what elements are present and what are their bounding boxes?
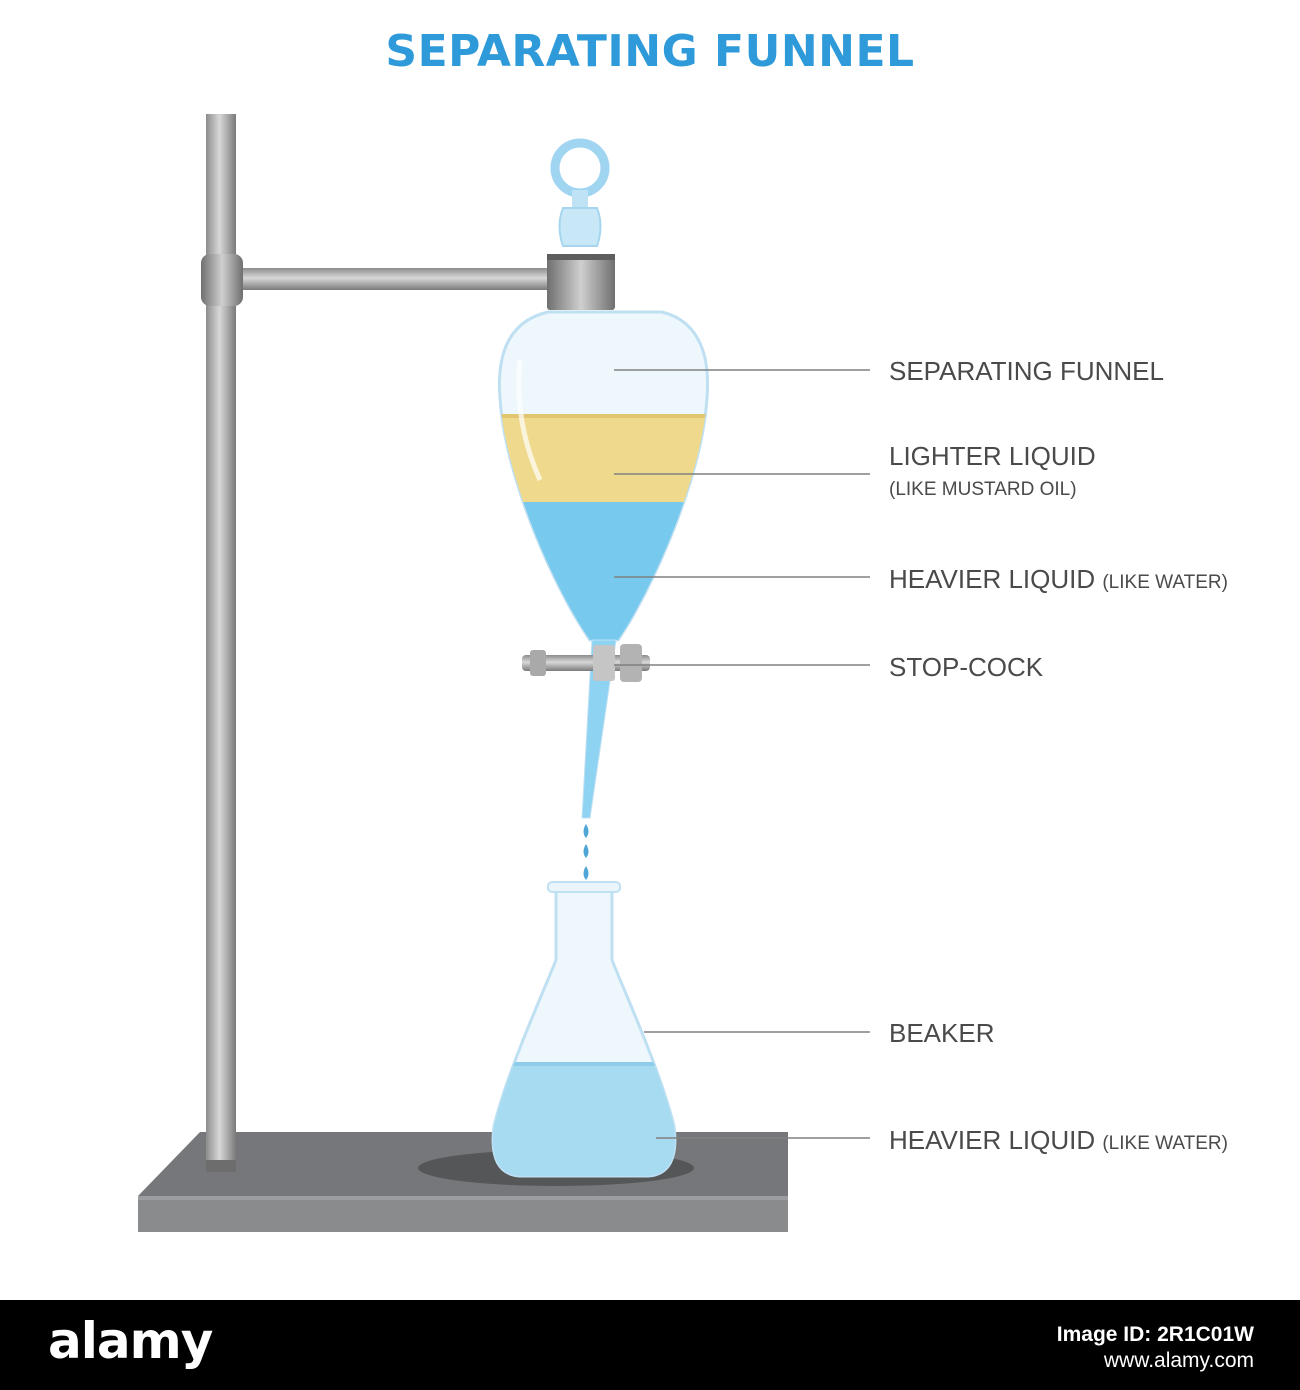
beaker [491, 881, 677, 1178]
label-heavier-liquid-bottom: HEAVIER LIQUID (LIKE WATER) [889, 1125, 1228, 1155]
separating-funnel-diagram [138, 114, 870, 1232]
stopper [550, 138, 610, 247]
watermark-footer: alamy Image ID: 2R1C01W www.alamy.com [0, 1300, 1300, 1390]
label-lighter-liquid-note: (LIKE MUSTARD OIL) [889, 479, 1077, 500]
label-stop-cock: STOP-COCK [889, 652, 1044, 682]
stop-cock [522, 644, 650, 682]
collected-liquid [493, 1064, 675, 1176]
image-id: Image ID: 2R1C01W [1056, 1323, 1254, 1346]
stock-url: www.alamy.com [1103, 1349, 1254, 1373]
label-heavier-liquid-bottom-note: (LIKE WATER) [1102, 1133, 1228, 1154]
diagram-title: SEPARATING FUNNEL [385, 26, 915, 77]
label-heavier-liquid: HEAVIER LIQUID (LIKE WATER) [889, 564, 1228, 594]
alamy-logo: alamy [48, 1312, 213, 1370]
label-beaker: BEAKER [889, 1018, 995, 1048]
stock-info: Image ID: 2R1C01W www.alamy.com [1057, 1322, 1254, 1375]
leader-lines [614, 369, 870, 1139]
label-heavier-liquid-note: (LIKE WATER) [1102, 572, 1228, 593]
separating-funnel [497, 310, 710, 819]
label-lighter-liquid: LIGHTER LIQUID [889, 441, 1096, 471]
clamp-arm [201, 254, 615, 310]
label-separating-funnel: SEPARATING FUNNEL [889, 356, 1164, 386]
